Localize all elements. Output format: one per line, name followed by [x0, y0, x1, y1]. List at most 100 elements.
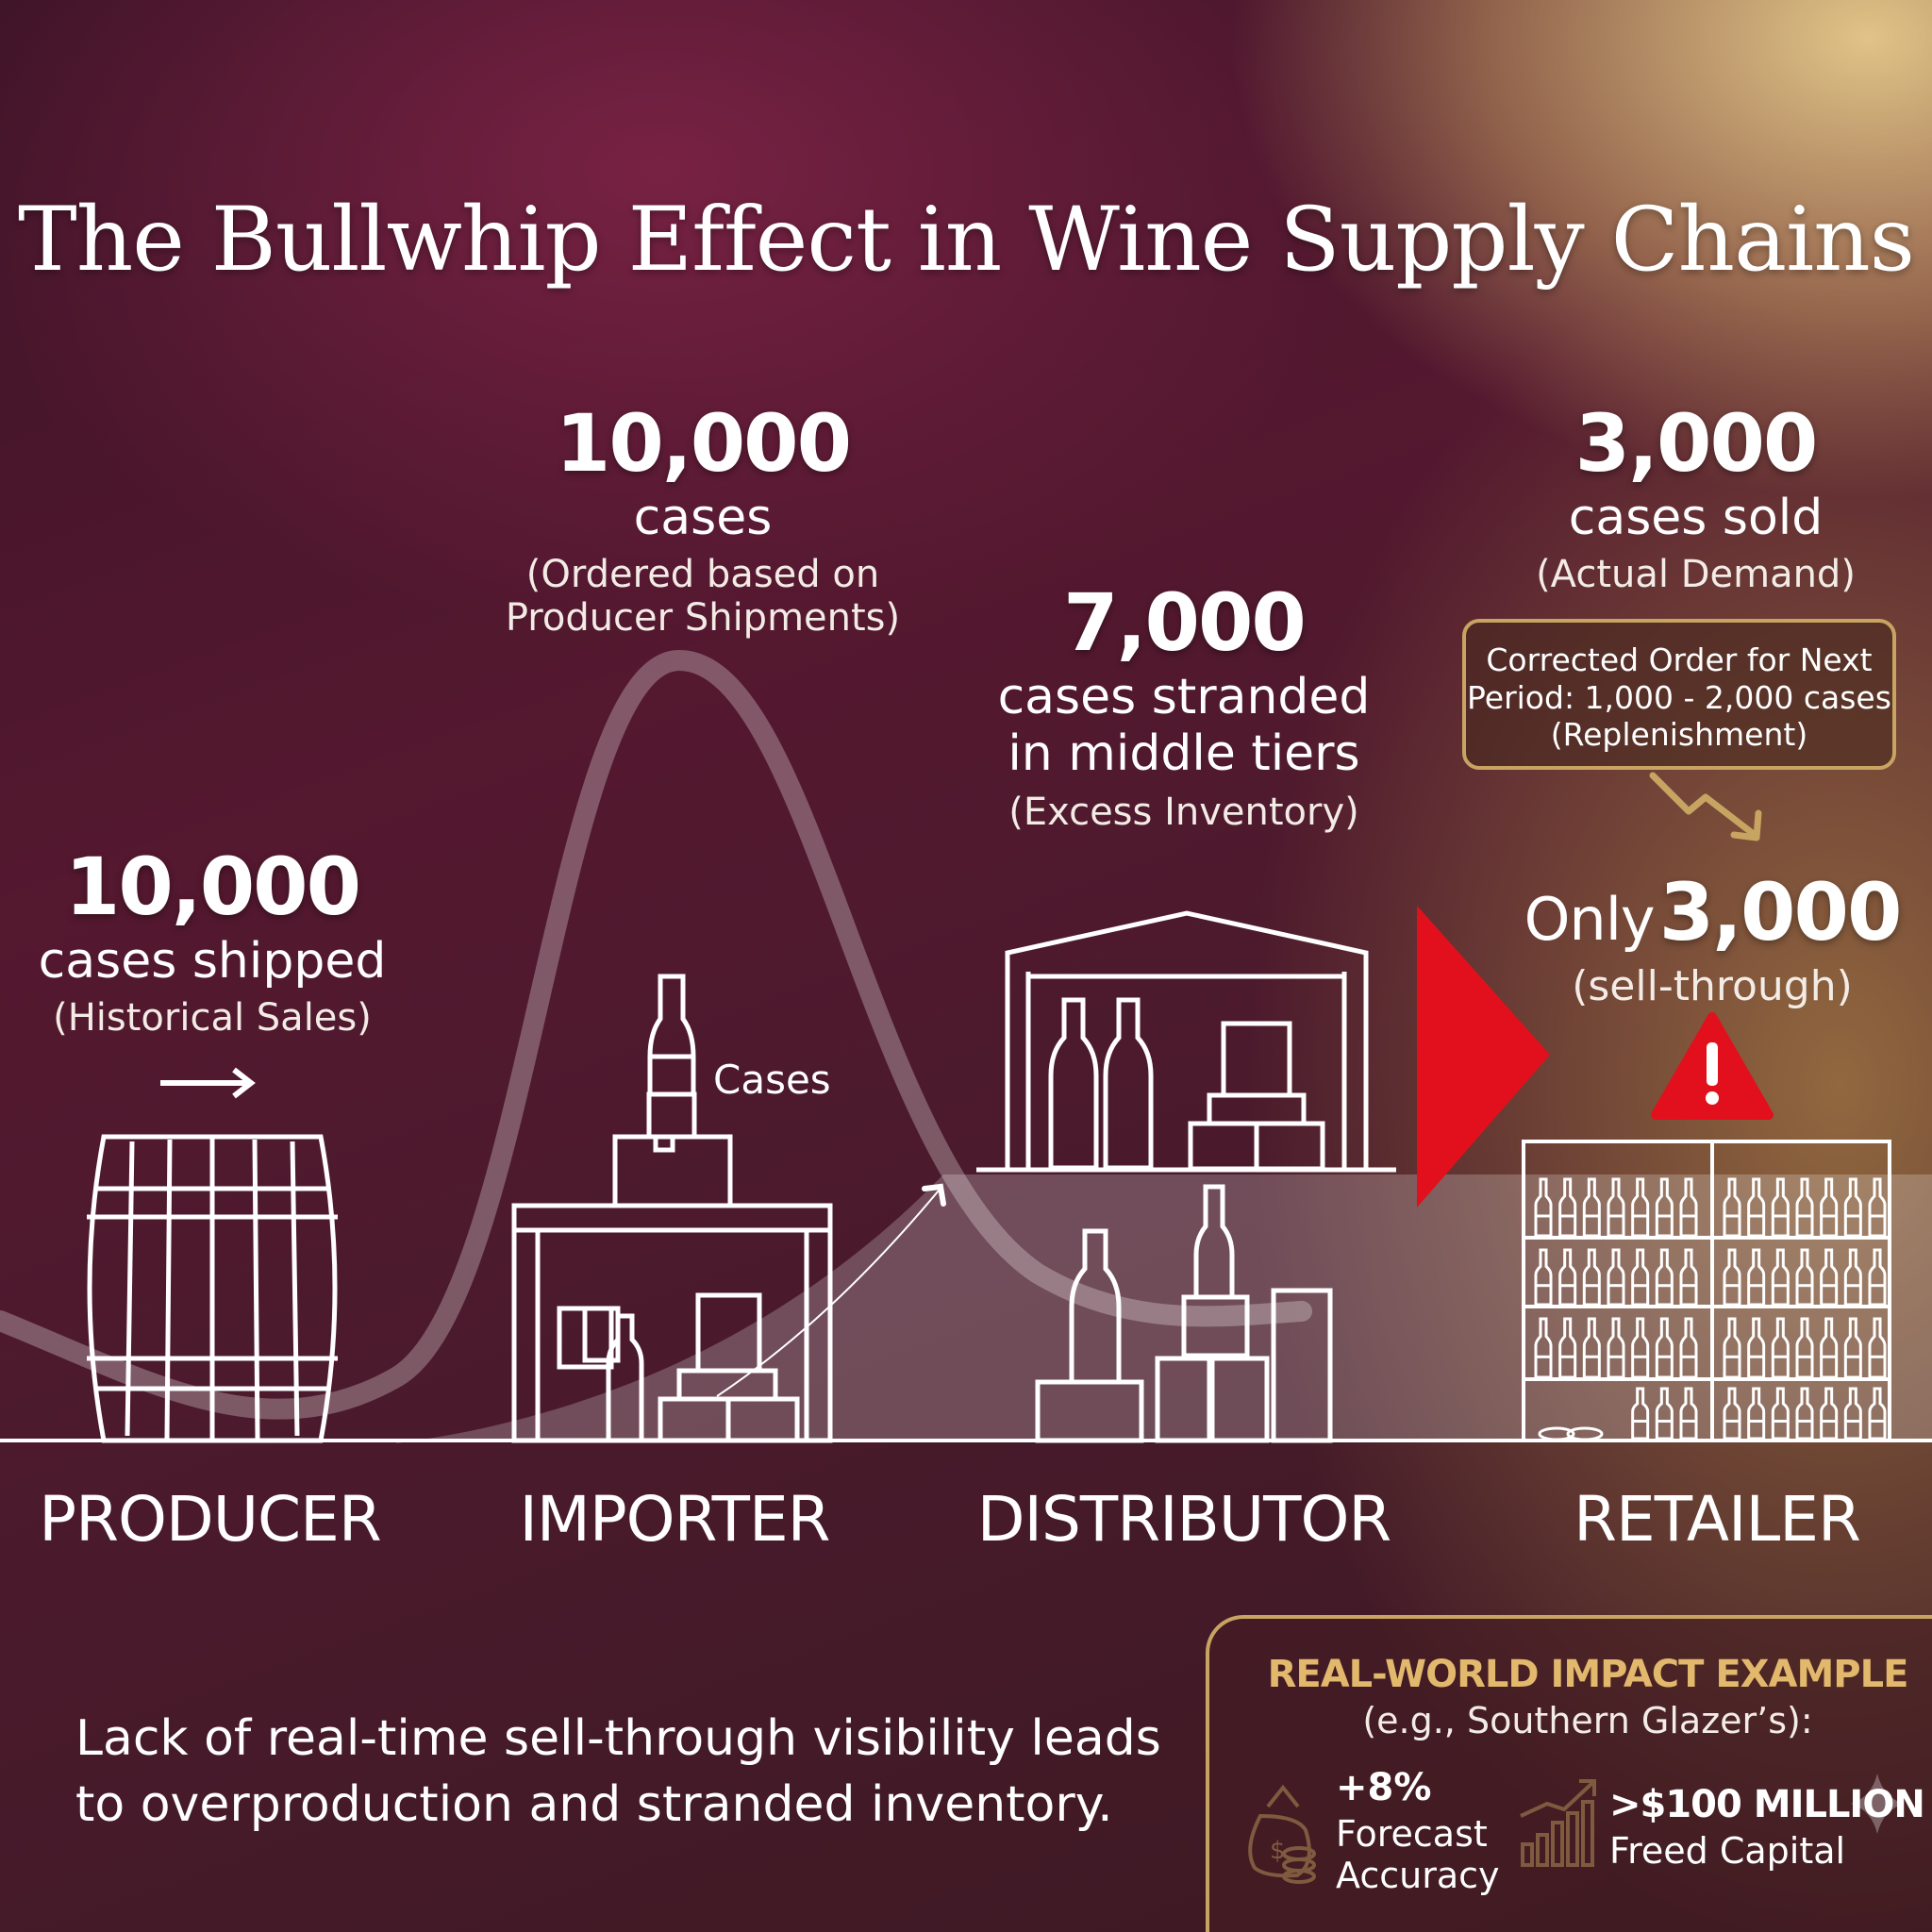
warning-icon: [1651, 1012, 1774, 1120]
shelf-bottle-icon: [1843, 1177, 1862, 1238]
bullwhip-curve: [0, 649, 1312, 1420]
stage-label-importer: IMPORTER: [519, 1483, 830, 1556]
impact-subheading: (e.g., Southern Glazer’s):: [1362, 1700, 1813, 1741]
sell-through-value: 3,000: [1658, 866, 1903, 958]
distributor-value: 7,000: [1063, 576, 1307, 669]
importer-stat: 10,000 cases (Ordered based on Producer …: [467, 404, 939, 640]
shelf-bottle-icon: [1843, 1317, 1862, 1379]
alert-arrow-icon: [1417, 906, 1550, 1208]
shelf-bottles: [1534, 1177, 1887, 1441]
importer-unit: cases: [633, 490, 773, 546]
barrel-icon: [87, 1134, 338, 1443]
shelf-bottle-icon: [1747, 1177, 1766, 1238]
importer-note-line2: Producer Shipments): [505, 595, 901, 640]
shelf-bottle-icon: [1795, 1317, 1814, 1379]
shelf-bottle-icon: [1631, 1177, 1650, 1238]
shelf-bottle-icon: [1771, 1317, 1790, 1379]
shelf-bottle-icon: [1820, 1387, 1839, 1441]
shelf-bottle-icon: [1534, 1177, 1553, 1238]
corrected-order-line1: Corrected Order for Next: [1486, 641, 1873, 678]
shelf-bottle-icon: [1820, 1177, 1839, 1238]
shelf-bottle-icon: [1607, 1177, 1625, 1238]
shelf-bottle-icon: [1868, 1248, 1887, 1307]
shelf-bottle-icon: [1747, 1317, 1766, 1379]
tagline-line2: to overproduction and stranded inventory…: [75, 1776, 1113, 1834]
metric1-line2: Accuracy: [1336, 1855, 1500, 1896]
impact-box: [1206, 1615, 1932, 1932]
shelf-bottle-icon: [1607, 1248, 1625, 1307]
shelf-bottle-icon: [1795, 1387, 1814, 1441]
importer-icon: [511, 974, 833, 1443]
shelf-bottle-icon: [1723, 1387, 1741, 1441]
shelf-bottle-icon: [1723, 1177, 1741, 1238]
distributor-unit-line2: in middle tiers: [1008, 724, 1360, 782]
shelf-bottle-icon: [1868, 1177, 1887, 1238]
shelf-bottle-icon: [1655, 1177, 1674, 1238]
producer-arrow-icon: [160, 1067, 256, 1099]
producer-value: 10,000: [64, 841, 361, 933]
retailer-unit: cases sold: [1568, 490, 1824, 546]
corrected-order-line3: (Replenishment): [1550, 716, 1808, 754]
shelf-bottle-icon: [1843, 1387, 1862, 1441]
metric1-value: +8%: [1336, 1766, 1432, 1809]
shelf-bottle-icon: [1655, 1317, 1674, 1379]
shelf-bottle-icon: [1795, 1248, 1814, 1307]
shelf-bottle-icon: [1582, 1248, 1601, 1307]
shelf-bottle-icon: [1655, 1248, 1674, 1307]
shelf-bottle-icon: [1582, 1177, 1601, 1238]
shelf-bottle-icon: [1679, 1317, 1698, 1379]
impact-metric-accuracy: +8% Forecast Accuracy: [1336, 1766, 1500, 1896]
shelf-bottle-icon: [1679, 1177, 1698, 1238]
producer-unit: cases shipped: [38, 933, 387, 990]
producer-note: (Historical Sales): [53, 995, 372, 1040]
shelf-bottle-icon: [1723, 1248, 1741, 1307]
stage-label-retailer: RETAILER: [1574, 1483, 1861, 1556]
importer-note-line1: (Ordered based on: [525, 552, 880, 596]
retailer-value: 3,000: [1574, 397, 1819, 490]
shelf-bottle-icon: [1679, 1387, 1698, 1441]
producer-stat: 10,000 cases shipped (Historical Sales): [19, 847, 406, 1040]
shelf-bottle-icon: [1820, 1248, 1839, 1307]
corrected-order-line2: Period: 1,000 - 2,000 cases: [1467, 678, 1891, 716]
warehouse-icon: [976, 910, 1396, 1443]
metric1-line1: Forecast: [1336, 1813, 1488, 1855]
importer-value: 10,000: [555, 397, 852, 490]
shelf-bottle-icon: [1655, 1387, 1674, 1441]
retailer-note: (Actual Demand): [1536, 552, 1856, 596]
corrected-order-box: Corrected Order for Next Period: 1,000 -…: [1462, 619, 1896, 770]
sell-through-prefix: Only: [1524, 885, 1656, 954]
tagline-line1: Lack of real-time sell-through visibilit…: [75, 1710, 1161, 1767]
distributor-unit-line1: cases stranded: [997, 669, 1371, 725]
shelf-bottle-icon: [1771, 1248, 1790, 1307]
shelf-bottle-icon: [1631, 1248, 1650, 1307]
shelf-bottle-icon: [1843, 1248, 1862, 1307]
impact-metric-capital: >$100 MILLION Freed Capital: [1609, 1783, 1925, 1872]
shelf-icon: [1522, 1140, 1891, 1442]
inventory-band: [396, 1174, 1932, 1443]
shelf-bottle-icon: [1679, 1248, 1698, 1307]
metric2-label: Freed Capital: [1609, 1830, 1846, 1872]
shelf-bottle-icon: [1820, 1317, 1839, 1379]
shelf-bottle-icon: [1631, 1387, 1650, 1441]
shelf-bottle-icon: [1558, 1248, 1577, 1307]
shelf-bottle-icon: [1771, 1387, 1790, 1441]
shelf-bottle-icon: [1795, 1177, 1814, 1238]
distributor-note: (Excess Inventory): [1008, 790, 1359, 834]
impact-heading: REAL-WORLD IMPACT EXAMPLE: [1267, 1653, 1909, 1696]
stage-label-distributor: DISTRIBUTOR: [976, 1483, 1392, 1556]
shelf-bottle-icon: [1607, 1317, 1625, 1379]
retailer-stat: 3,000 cases sold (Actual Demand): [1472, 404, 1920, 596]
shelf-bottle-icon: [1582, 1317, 1601, 1379]
rising-arrow: [716, 1190, 940, 1397]
trend-down-arrow-icon: [1649, 772, 1762, 841]
shelf-bottle-icon: [1868, 1317, 1887, 1379]
sell-through-note: (sell-through): [1572, 962, 1853, 1010]
shelf-bottle-icon: [1534, 1248, 1553, 1307]
stage-label-producer: PRODUCER: [39, 1483, 381, 1556]
shelf-bottle-icon: [1558, 1177, 1577, 1238]
shelf-bottle-icon: [1771, 1177, 1790, 1238]
shelf-bottle-icon: [1868, 1387, 1887, 1441]
sell-through-stat: Only 3,000 (sell-through): [1500, 873, 1924, 1011]
